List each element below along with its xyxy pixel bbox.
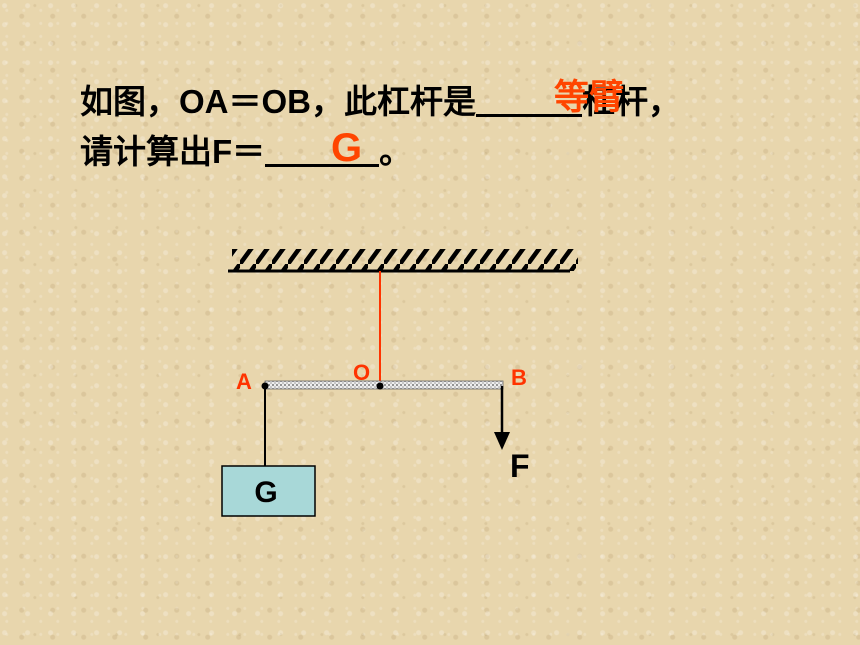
answer-text-2: G: [331, 126, 363, 170]
label-f: F: [510, 448, 530, 484]
force-arrow-head: [494, 432, 510, 450]
answer-text-1: 等臂: [554, 78, 625, 117]
label-a: A: [236, 369, 252, 394]
label-o: O: [353, 360, 370, 385]
answer-blank-1: [476, 82, 582, 117]
question-line-1-suffix: 杠杆，: [582, 83, 681, 120]
label-b: B: [511, 365, 527, 390]
lever-bar: [264, 380, 504, 390]
question-line-2-prefix: 请计算出F＝: [80, 133, 266, 170]
answer-blank-2: [265, 132, 380, 167]
weight-box: [221, 465, 316, 517]
point-o: [376, 382, 384, 390]
question-line-2: 请计算出F＝ 。: [80, 132, 412, 172]
question-line-1: 如图，OA＝OB，此杠杆是 杠杆，: [80, 82, 681, 122]
ceiling-hatch: [232, 249, 578, 271]
question-line-1-prefix: 如图，OA＝OB，此杠杆是: [80, 83, 476, 120]
question-line-2-suffix: 。: [379, 133, 413, 170]
weight-label: G: [254, 476, 277, 509]
